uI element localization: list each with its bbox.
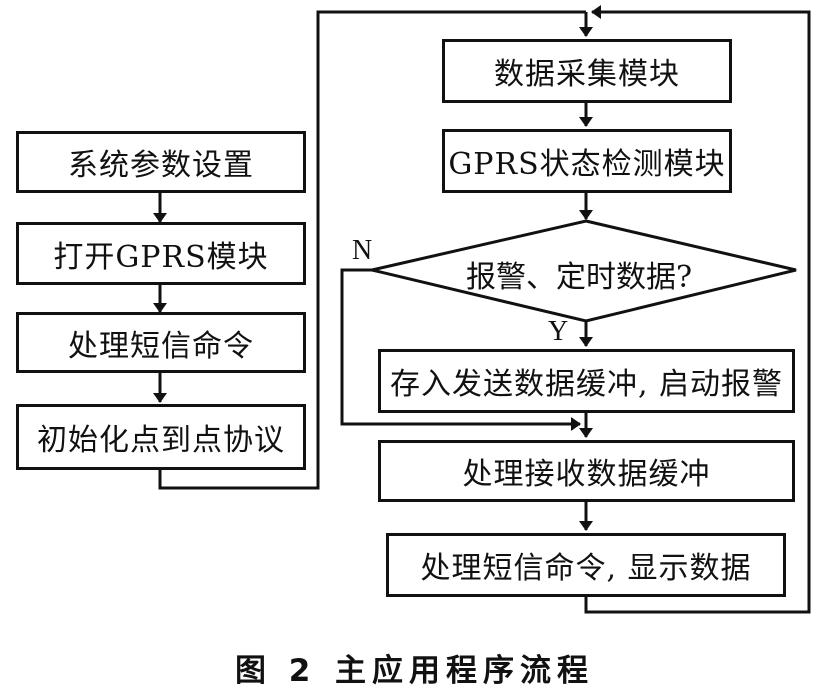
figure-number: 图 2 xyxy=(235,653,317,689)
decision-no-label: N xyxy=(352,235,373,266)
arrow-no xyxy=(340,268,581,431)
step-store-send-buffer: 存入发送数据缓冲, 启动报警 xyxy=(378,349,795,413)
step-data-acquisition: 数据采集模块 xyxy=(442,39,732,103)
connector-init-to-loop xyxy=(158,10,586,490)
step-process-sms-display: 处理短信命令, 显示数据 xyxy=(386,533,786,597)
step-gprs-status: GPRS状态检测模块 xyxy=(442,129,732,193)
step-process-receive-buffer: 处理接收数据缓冲 xyxy=(378,440,795,502)
step-system-params: 系统参数设置 xyxy=(16,131,306,193)
loop-back-line xyxy=(584,5,811,614)
figure-title: 主应用程序流程 xyxy=(335,653,594,689)
decision-yes-label: Y xyxy=(548,316,569,347)
step-open-gprs: 打开GPRS模块 xyxy=(16,222,306,285)
step-init-p2p: 初始化点到点协议 xyxy=(16,404,306,470)
step-process-sms: 处理短信命令 xyxy=(16,312,306,373)
decision-question: 报警、定时数据? xyxy=(466,260,693,295)
